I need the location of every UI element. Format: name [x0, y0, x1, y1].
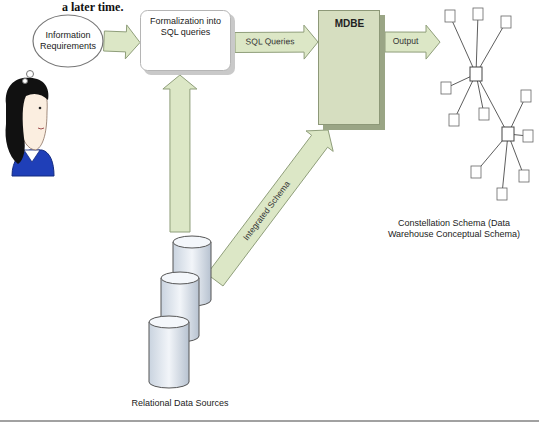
node-label: Information Requirements [40, 30, 96, 52]
bottom-rule [0, 420, 539, 421]
thought-dot [27, 71, 34, 78]
node-label: MDBE [326, 18, 373, 30]
constellation-schema: Constellation Schema (Data Warehouse Con… [440, 8, 535, 212]
page-text: a later time. [62, 0, 123, 15]
process-box: Formalization into SQL queries [140, 10, 235, 75]
block-arrow [235, 25, 318, 59]
database-stack-outline [145, 232, 215, 392]
node-label: Relational Data Sources [115, 398, 245, 409]
database-stack: Relational Data Sources [145, 232, 215, 392]
arrow-label: Output [391, 36, 421, 47]
block-arrow [207, 130, 333, 286]
person-figure [6, 78, 55, 176]
node-label: Formalization into SQL queries [146, 16, 225, 38]
thought-dot [23, 79, 28, 84]
thought-bubble: Information Requirements [32, 14, 104, 68]
constellation-schema-outline [440, 8, 535, 212]
block-arrow [385, 25, 440, 59]
arrow-label: SQL Queries [243, 36, 296, 48]
node-label: Constellation Schema (Data Warehouse Con… [374, 218, 534, 240]
mdbe-box: MDBE [318, 10, 385, 130]
arrow-label: Integrated Schema [240, 177, 295, 244]
block-arrow [163, 75, 197, 232]
block-arrow [104, 25, 140, 59]
